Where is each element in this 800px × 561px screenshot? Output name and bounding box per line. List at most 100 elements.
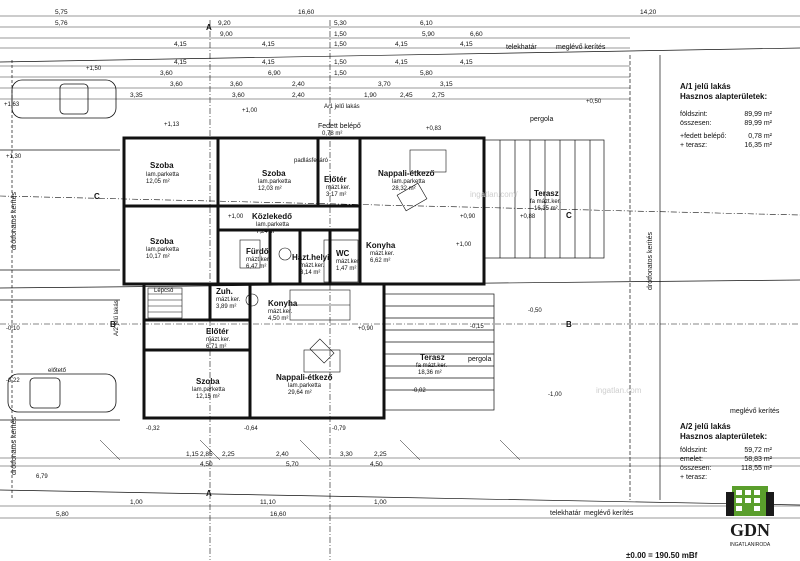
level-marks: +1,50 +1,13 +1,30 +1,00 +0,90 +0,88 +0,8… [4,66,602,480]
room-szoba3: Szoba lam.parketta 10,17 m² [146,237,180,260]
a1-area-table: A/1 jelű lakás Hasznos alapterületek: fö… [680,82,772,150]
svg-text:Nappali-étkező: Nappali-étkező [276,373,333,382]
dim-text: 4,15 [460,41,473,48]
room-szoba4: Szoba lam.parketta 12,15 m² [192,377,226,400]
level-mark: +0,83 [426,126,442,132]
dim-text: 4,15 [174,41,187,48]
room-szoba1: Szoba lam.parketta 12,05 m² [146,161,180,185]
section-lines [0,20,800,560]
svg-text:Konyha: Konyha [268,299,298,308]
existing-fence-label: meglévő kerítés [584,510,634,517]
car-top [11,79,117,119]
logo-brand: GDN [730,520,770,540]
level-mark: +1,00 [242,108,258,114]
level-mark: +1,50 [86,66,102,72]
svg-text:fa mázt.ker.: fa mázt.ker. [530,199,561,205]
furniture [239,149,447,373]
section-marker-b: B [566,320,572,329]
existing-fence-label: meglévő kerítés [556,44,606,51]
a2-area-table: A/2 jelű lakás Hasznos alapterületek: fö… [680,422,772,482]
section-marker-c: C [94,192,100,201]
dim-text: 5,80 [420,70,433,77]
a2-area-row: + terasz: [680,474,708,481]
svg-text:16,35 m²: 16,35 m² [534,206,558,212]
dim-text: 5,80 [56,511,69,518]
dim-text: 2,25 [222,451,235,458]
svg-text:mázt.ker.: mázt.ker. [336,259,361,265]
watermark: ingatlan.com [596,386,642,395]
svg-text:mázt.ker.: mázt.ker. [246,257,271,263]
a2-title: A/2 jelű lakás [680,422,731,431]
dim-text: 3,30 [340,451,353,458]
svg-text:3,14 m²: 3,14 m² [300,270,320,276]
entrance-label: A/1 jelű lakás [324,104,360,110]
level-mark: -0,15 [470,324,484,330]
room-szoba2: Szoba lam.parketta 12,03 m² [258,169,292,192]
room-terasz1: Terasz fa mázt.ker. 16,35 m² [530,189,561,212]
level-mark: +1,13 [164,122,180,128]
dim-text: 1,90 [364,92,377,99]
unit-a2-walls [142,282,386,420]
svg-text:Szoba: Szoba [150,161,174,170]
dim-text: 4,15 [460,59,473,66]
dim-text: 3,15 [440,81,453,88]
svg-text:6,47 m²: 6,47 m² [246,264,266,270]
wire-fence-label: drótfonatos kerítés [11,192,18,250]
pergola-label: pergola [468,356,491,363]
a2-area-row: összesen:118,55 m² [680,465,772,472]
dim-text: 1,50 [334,70,347,77]
dim-text: 5,90 [422,31,435,38]
room-kozlekedo: Közlekedő lam.parketta 7,24 m² [252,212,292,235]
svg-text:Nappali-étkező: Nappali-étkező [378,169,435,178]
dim-text: 2,25 [374,451,387,458]
svg-text:mázt.ker.: mázt.ker. [206,337,231,343]
dim-text: 6,90 [268,70,281,77]
fedett-belepo: Fedett belépő 0,78 m² [318,123,361,137]
top-dim-texts: 5,75 16,60 14,20 5,76 9,20 5,30 6,10 9,0… [55,9,657,99]
dim-text: 9,20 [218,20,231,27]
svg-text:Szoba: Szoba [150,237,174,246]
room-haztartasi: Házt.helyi. mázt.ker. 3,14 m² [292,253,332,276]
svg-text:1,47 m²: 1,47 m² [336,266,356,272]
svg-text:6,71 m²: 6,71 m² [206,344,226,350]
plot-boundary-label: telekhatár [506,44,537,51]
car-bottom [7,373,117,413]
section-marker-c: C [566,211,572,220]
level-mark: -0,50 [528,308,542,314]
section-marker-a: A [206,489,212,498]
svg-text:lam.parketta: lam.parketta [192,387,226,393]
reference-elevation: ±0.00 = 190.50 mBf [626,551,698,560]
dim-text: 3,60 [230,81,243,88]
level-mark: +0,90 [460,214,476,220]
dim-text: 5,76 [55,20,68,27]
svg-text:Házt.helyi.: Házt.helyi. [292,253,332,262]
a2-area-row: földszint:59,72 m² [680,447,772,454]
level-mark: -0,02 [412,388,426,394]
dim-text: 3,70 [378,81,391,88]
pergola-label: pergola [530,116,553,123]
a1-area-row: +fedett belépő:0,78 m² [680,133,772,140]
bottom-dim-texts: 1,15 2,85 2,25 2,40 3,30 2,25 4,50 5,70 … [56,451,387,518]
room-nappali2: Nappali-étkező lam.parketta 29,64 m² [276,373,333,396]
dim-text: 3,60 [232,92,245,99]
svg-text:Zuh.: Zuh. [216,287,233,296]
a2-entrance-label: A/2 jelű lakás [114,300,120,336]
dim-text: 4,50 [370,461,383,468]
svg-text:Előtér: Előtér [324,175,347,184]
svg-text:lam.parketta: lam.parketta [146,172,180,178]
a1-area-row: + terasz:16,35 m² [680,142,772,149]
dim-text: 4,15 [395,59,408,66]
svg-text:7,24 m²: 7,24 m² [256,229,276,235]
staircase [147,287,183,319]
dim-text: 4,15 [174,59,187,66]
level-mark: -0,10 [6,326,20,332]
level-mark: +0,90 [358,326,374,332]
dim-text: 2,45 [400,92,413,99]
level-mark: +1,00 [456,242,472,248]
level-mark: -1,00 [548,392,562,398]
svg-text:Konyha: Konyha [366,241,396,250]
room-terasz2: Terasz fa mázt.ker. 18,36 m² [416,353,447,376]
a2-subtitle: Hasznos alapterületek: [680,432,768,441]
dim-text: 1,50 [334,31,347,38]
level-mark: +1,30 [6,154,22,160]
